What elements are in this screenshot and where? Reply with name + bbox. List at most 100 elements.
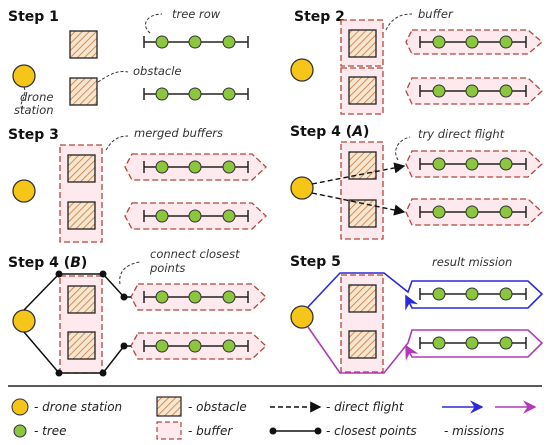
tree-row-bottom	[419, 205, 527, 219]
tree-icon	[155, 209, 169, 223]
tree-icon	[432, 287, 446, 301]
obstacle-top	[67, 285, 96, 314]
tree-icon	[188, 209, 202, 223]
closest-points	[55, 270, 128, 377]
legend-closest-points-icon	[269, 427, 322, 435]
step-2-title: Step 2	[294, 9, 345, 25]
legend-tree-label: - tree	[34, 424, 67, 438]
panel-step-4b: Step 4 (B)	[8, 247, 267, 377]
obstacle-bottom	[348, 330, 377, 359]
tree-icon	[222, 87, 236, 101]
obstacle-top	[348, 29, 377, 58]
tree-row-label: tree row	[172, 7, 221, 21]
tree-icon	[222, 339, 236, 353]
tree-icon	[432, 157, 446, 171]
tree-icon	[465, 35, 479, 49]
legend-obstacle-label: - obstacle	[188, 400, 247, 414]
tree-icon	[222, 35, 236, 49]
tree-icon	[188, 290, 202, 304]
tree-icon	[465, 84, 479, 98]
tree-icon	[188, 160, 202, 174]
mission-path-blue	[307, 272, 544, 311]
panel-step-2: Step 2 buffer	[290, 7, 543, 115]
tree-icon	[188, 87, 202, 101]
step-4a-title: Step 4 (A)	[290, 124, 369, 140]
drone-station-pointer	[20, 86, 26, 111]
merged-buffers-label: merged buffers	[134, 126, 223, 140]
obstacle-bottom	[67, 331, 96, 360]
tree-icon	[499, 157, 513, 171]
tree-row-top	[143, 290, 249, 304]
tree-icon	[155, 35, 169, 49]
tree-icon	[188, 35, 202, 49]
legend-buffer-label: - buffer	[188, 424, 233, 438]
legend-obstacle-icon	[156, 396, 182, 417]
tree-row-top	[143, 160, 249, 174]
tree-row-bottom	[143, 339, 249, 353]
connect-label-line2: points	[149, 261, 185, 275]
tree-icon	[155, 290, 169, 304]
panel-step-5: Step 5 result mission	[290, 254, 544, 374]
tree-row-pointer	[145, 13, 163, 34]
drone-station-icon	[12, 64, 36, 88]
merged-buffers-pointer	[105, 135, 129, 151]
buffer-pointer	[385, 13, 413, 31]
step-5-title: Step 5	[290, 254, 341, 270]
connect-label-line1: connect closest	[150, 247, 240, 261]
drone-label-line1: drone	[20, 90, 53, 104]
obstacle-top	[348, 151, 377, 180]
legend-tree-icon	[13, 424, 27, 438]
tree-icon	[499, 205, 513, 219]
drone-station-icon	[290, 58, 314, 82]
legend-drone-station-label: - drone station	[34, 400, 122, 414]
obstacle-label: obstacle	[133, 64, 181, 78]
tree-icon	[155, 339, 169, 353]
legend-drone-station-icon	[11, 398, 29, 416]
obstacle-top	[348, 284, 377, 313]
tree-icon	[222, 209, 236, 223]
tree-row-top	[419, 157, 527, 171]
tree-icon	[465, 157, 479, 171]
obstacle-bottom	[69, 77, 98, 106]
legend-buffer-icon	[156, 421, 182, 440]
legend-closest-points-label: - closest points	[326, 424, 417, 438]
drone-station-icon	[12, 179, 36, 203]
tree-icon	[155, 87, 169, 101]
tree-icon	[499, 336, 513, 350]
drone-station-icon	[290, 305, 314, 329]
obstacle-bottom	[348, 76, 377, 105]
mission-path-purple	[307, 326, 544, 374]
tree-icon	[188, 339, 202, 353]
obstacle-top	[67, 154, 96, 183]
panel-step-4a: Step 4 (A) try direct flight	[290, 124, 543, 240]
tree-icon	[499, 287, 513, 301]
tree-row-top	[419, 287, 527, 301]
tree-row-top	[143, 35, 249, 49]
tree-icon	[499, 84, 513, 98]
direct-flight-label: try direct flight	[418, 127, 505, 141]
direct-flight-pointer	[395, 136, 411, 161]
obstacle-bottom	[67, 201, 96, 230]
drone-station-icon	[12, 309, 36, 333]
legend-missions-label: - missions	[444, 424, 504, 438]
tree-icon	[465, 336, 479, 350]
tree-row-bottom	[419, 84, 527, 98]
tree-icon	[465, 287, 479, 301]
obstacle-bottom	[348, 199, 377, 228]
tree-row-top	[419, 35, 527, 49]
step-4b-title: Step 4 (B)	[8, 255, 87, 271]
panel-step-1: Step 1 drone station tree row obstacle	[8, 7, 249, 117]
tree-icon	[499, 35, 513, 49]
tree-row-bottom	[143, 87, 249, 101]
panel-step-3: Step 3 merged buffers	[8, 126, 267, 243]
tree-icon	[432, 205, 446, 219]
tree-icon	[222, 160, 236, 174]
tree-row-bottom	[419, 336, 527, 350]
obstacle-top	[69, 30, 98, 59]
drone-station-icon	[290, 176, 314, 200]
buffer-label: buffer	[418, 7, 454, 21]
step-1-title: Step 1	[8, 9, 59, 25]
tree-icon	[432, 336, 446, 350]
tree-icon	[432, 84, 446, 98]
